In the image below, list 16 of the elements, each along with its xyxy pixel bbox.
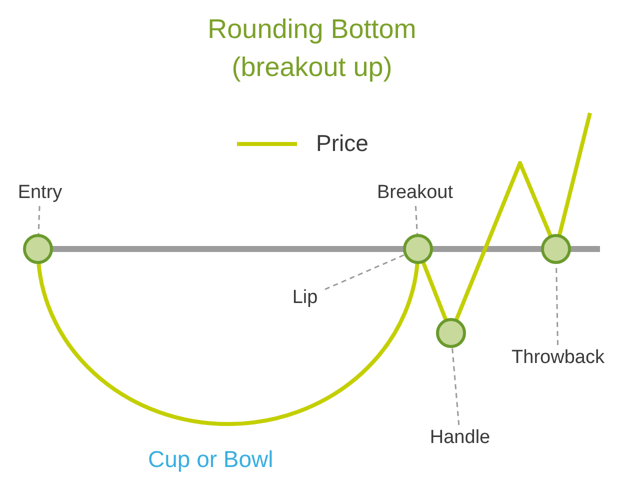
point-marker xyxy=(403,234,433,264)
legend-label: Price xyxy=(316,130,368,157)
leader-line xyxy=(452,348,460,426)
point-label: Throwback xyxy=(494,345,622,371)
point-label: Handle xyxy=(420,425,500,451)
leader-line xyxy=(414,206,418,234)
chart-title: Rounding Bottom (breakout up) xyxy=(206,13,418,84)
point-label: Entry xyxy=(12,180,68,206)
leader-line xyxy=(324,254,405,290)
point-marker xyxy=(23,234,53,264)
point-label: Breakout xyxy=(367,180,463,206)
point-marker xyxy=(541,234,571,264)
pattern-label: Cup or Bowl xyxy=(148,446,274,473)
point-marker xyxy=(436,318,466,348)
leader-line xyxy=(38,206,40,234)
point-label: Lip xyxy=(285,285,325,311)
